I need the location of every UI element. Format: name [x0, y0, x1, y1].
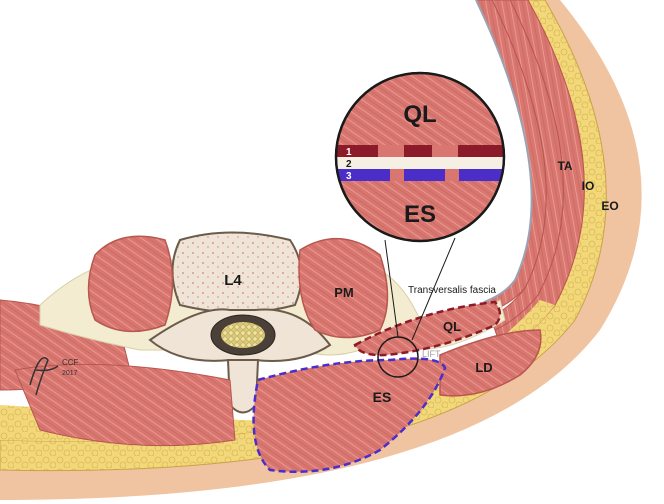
inset-es-label: ES	[404, 201, 436, 228]
label-eo: EO	[601, 199, 618, 213]
latissimus-dorsi	[439, 329, 542, 397]
vertebral-body	[171, 231, 303, 314]
label-lift: LIFT	[422, 349, 441, 359]
inset-connector-2	[411, 237, 456, 341]
svg-text:CCF: CCF	[62, 358, 79, 367]
signature-mark: CCF 2017	[29, 357, 79, 396]
erector-left	[14, 363, 236, 447]
inset-layer-1: 1	[346, 147, 352, 158]
label-l4: L4	[224, 272, 242, 289]
psoas-major	[298, 238, 389, 339]
label-io: IO	[582, 179, 595, 193]
skin-layer	[0, 0, 642, 500]
label-ta: TA	[557, 159, 572, 173]
inset-connector-1	[384, 239, 399, 338]
label-transversalis-fascia: Transversalis fascia	[408, 285, 496, 296]
psoas-left	[87, 235, 174, 333]
inset-layer-3: 3	[346, 171, 352, 182]
erector-spinae	[252, 357, 447, 473]
inset-layer-2: 2	[346, 159, 352, 170]
inset-ql-label: QL	[403, 101, 436, 128]
quadratus-lumborum	[353, 300, 502, 357]
spinal-cord	[221, 322, 265, 348]
label-es: ES	[373, 389, 392, 405]
magnified-inset	[334, 71, 506, 243]
label-ld: LD	[475, 360, 492, 375]
svg-text:2017: 2017	[62, 370, 78, 377]
label-pm: PM	[334, 285, 354, 300]
label-ql: QL	[443, 319, 461, 334]
transversalis-fascia-line	[475, 0, 533, 303]
